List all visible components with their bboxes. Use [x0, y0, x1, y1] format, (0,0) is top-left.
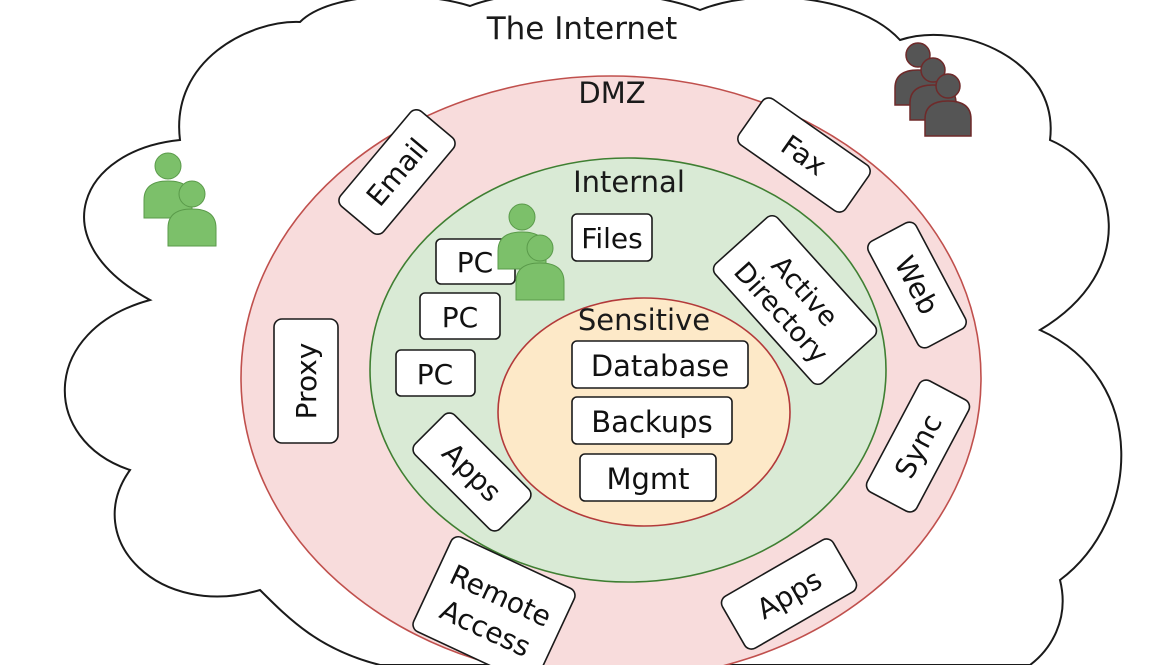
pc-box-2: PC — [419, 292, 501, 340]
backups-box: Backups — [571, 396, 733, 445]
pc-label-3: PC — [417, 358, 453, 391]
proxy-label: Proxy — [290, 343, 323, 420]
pc-box-3: PC — [395, 349, 476, 397]
files-label: Files — [581, 222, 642, 255]
zone-title-dmz: DMZ — [578, 76, 645, 110]
dmz-apps-box: Apps — [720, 538, 858, 650]
database-label: Database — [591, 349, 729, 383]
trusted-users-internal-icon — [497, 203, 565, 301]
zone-title-internet: The Internet — [486, 11, 678, 47]
pc-label-1: PC — [457, 246, 493, 279]
threat-actors-icon — [894, 42, 972, 137]
pc-label-2: PC — [442, 301, 478, 334]
mgmt-box: Mgmt — [579, 453, 717, 502]
pc-box-1: PC — [435, 238, 516, 285]
trusted-users-outside-icon — [143, 152, 217, 247]
backups-label: Backups — [591, 405, 712, 439]
database-box: Database — [571, 340, 749, 389]
fax-box: Fax — [737, 97, 871, 213]
proxy-box: Proxy — [273, 318, 339, 444]
files-box: Files — [571, 213, 653, 262]
zone-title-sensitive: Sensitive — [578, 303, 710, 337]
zone-title-internal: Internal — [573, 165, 685, 199]
mgmt-label: Mgmt — [606, 462, 689, 496]
